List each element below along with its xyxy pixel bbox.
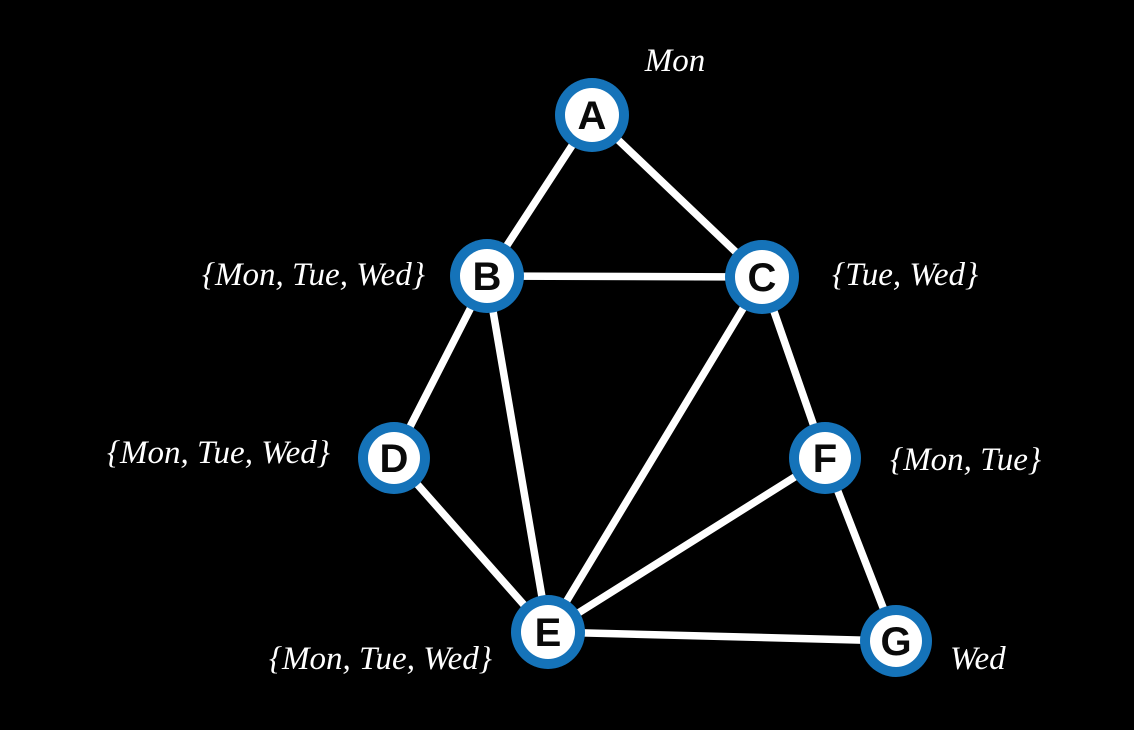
node-E-core <box>521 605 575 659</box>
node-E-domain-label: {Mon, Tue, Wed} <box>269 641 492 677</box>
edge-layer <box>390 111 900 645</box>
node-G-core <box>870 615 922 667</box>
node-D-letter: D <box>380 437 409 481</box>
node-A-domain-label: Mon <box>644 43 706 79</box>
node-F: F <box>789 422 861 494</box>
node-A-core <box>565 88 619 142</box>
node-C: C <box>725 240 799 314</box>
domain-label-layer: Mon {Mon, Tue, Wed} {Tue, Wed} {Mon, Tue… <box>107 43 1041 677</box>
node-C-letter: C <box>748 256 777 300</box>
node-B-letter: B <box>473 255 502 299</box>
node-D-domain-label: {Mon, Tue, Wed} <box>107 435 330 471</box>
node-D: D <box>358 422 430 494</box>
node-F-domain-label: {Mon, Tue} <box>890 442 1041 478</box>
edge-E-G <box>544 628 900 645</box>
node-G-domain-label: Wed <box>950 641 1006 677</box>
node-F-letter: F <box>813 437 837 481</box>
node-B: B <box>450 239 524 313</box>
node-D-core <box>368 432 420 484</box>
edge-D-E <box>390 454 552 636</box>
edge-B-E <box>483 272 552 636</box>
node-A: A <box>555 78 629 152</box>
edge-C-E <box>544 273 766 636</box>
edge-E-F <box>544 454 829 636</box>
node-C-domain-label: {Tue, Wed} <box>832 257 978 293</box>
edge-A-C <box>588 111 766 281</box>
node-A-letter: A <box>578 94 607 138</box>
node-B-core <box>460 249 514 303</box>
node-E-letter: E <box>535 611 562 655</box>
node-F-core <box>799 432 851 484</box>
node-C-core <box>735 250 789 304</box>
edge-B-C <box>483 272 766 281</box>
node-E: E <box>511 595 585 669</box>
node-G-letter: G <box>880 620 911 664</box>
node-B-domain-label: {Mon, Tue, Wed} <box>202 257 425 293</box>
node-G: G <box>860 605 932 677</box>
